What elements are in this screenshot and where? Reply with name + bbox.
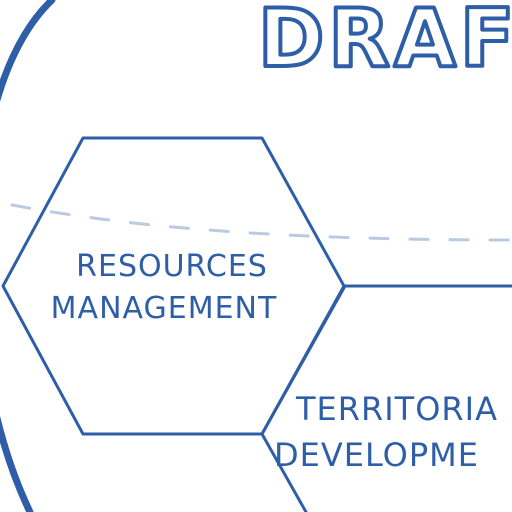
outer-circle-arc [0, 0, 56, 512]
hexagon-territorial-edge-upper [260, 284, 347, 436]
draft-title: DRAF [258, 0, 512, 85]
hexagon-territorial-edge-lower [260, 432, 308, 512]
hexagon-2-label-line1: TERRITORIA [295, 390, 498, 428]
dashed-guide-line [10, 203, 512, 242]
hexagon-resources-management [1, 136, 346, 436]
hexagon-1-label-line2: MANAGEMENT [51, 291, 278, 326]
hexagon-2-label-line2: DEVELOPME [274, 436, 479, 474]
hexagon-1-label-line1: RESOURCES [76, 249, 268, 284]
